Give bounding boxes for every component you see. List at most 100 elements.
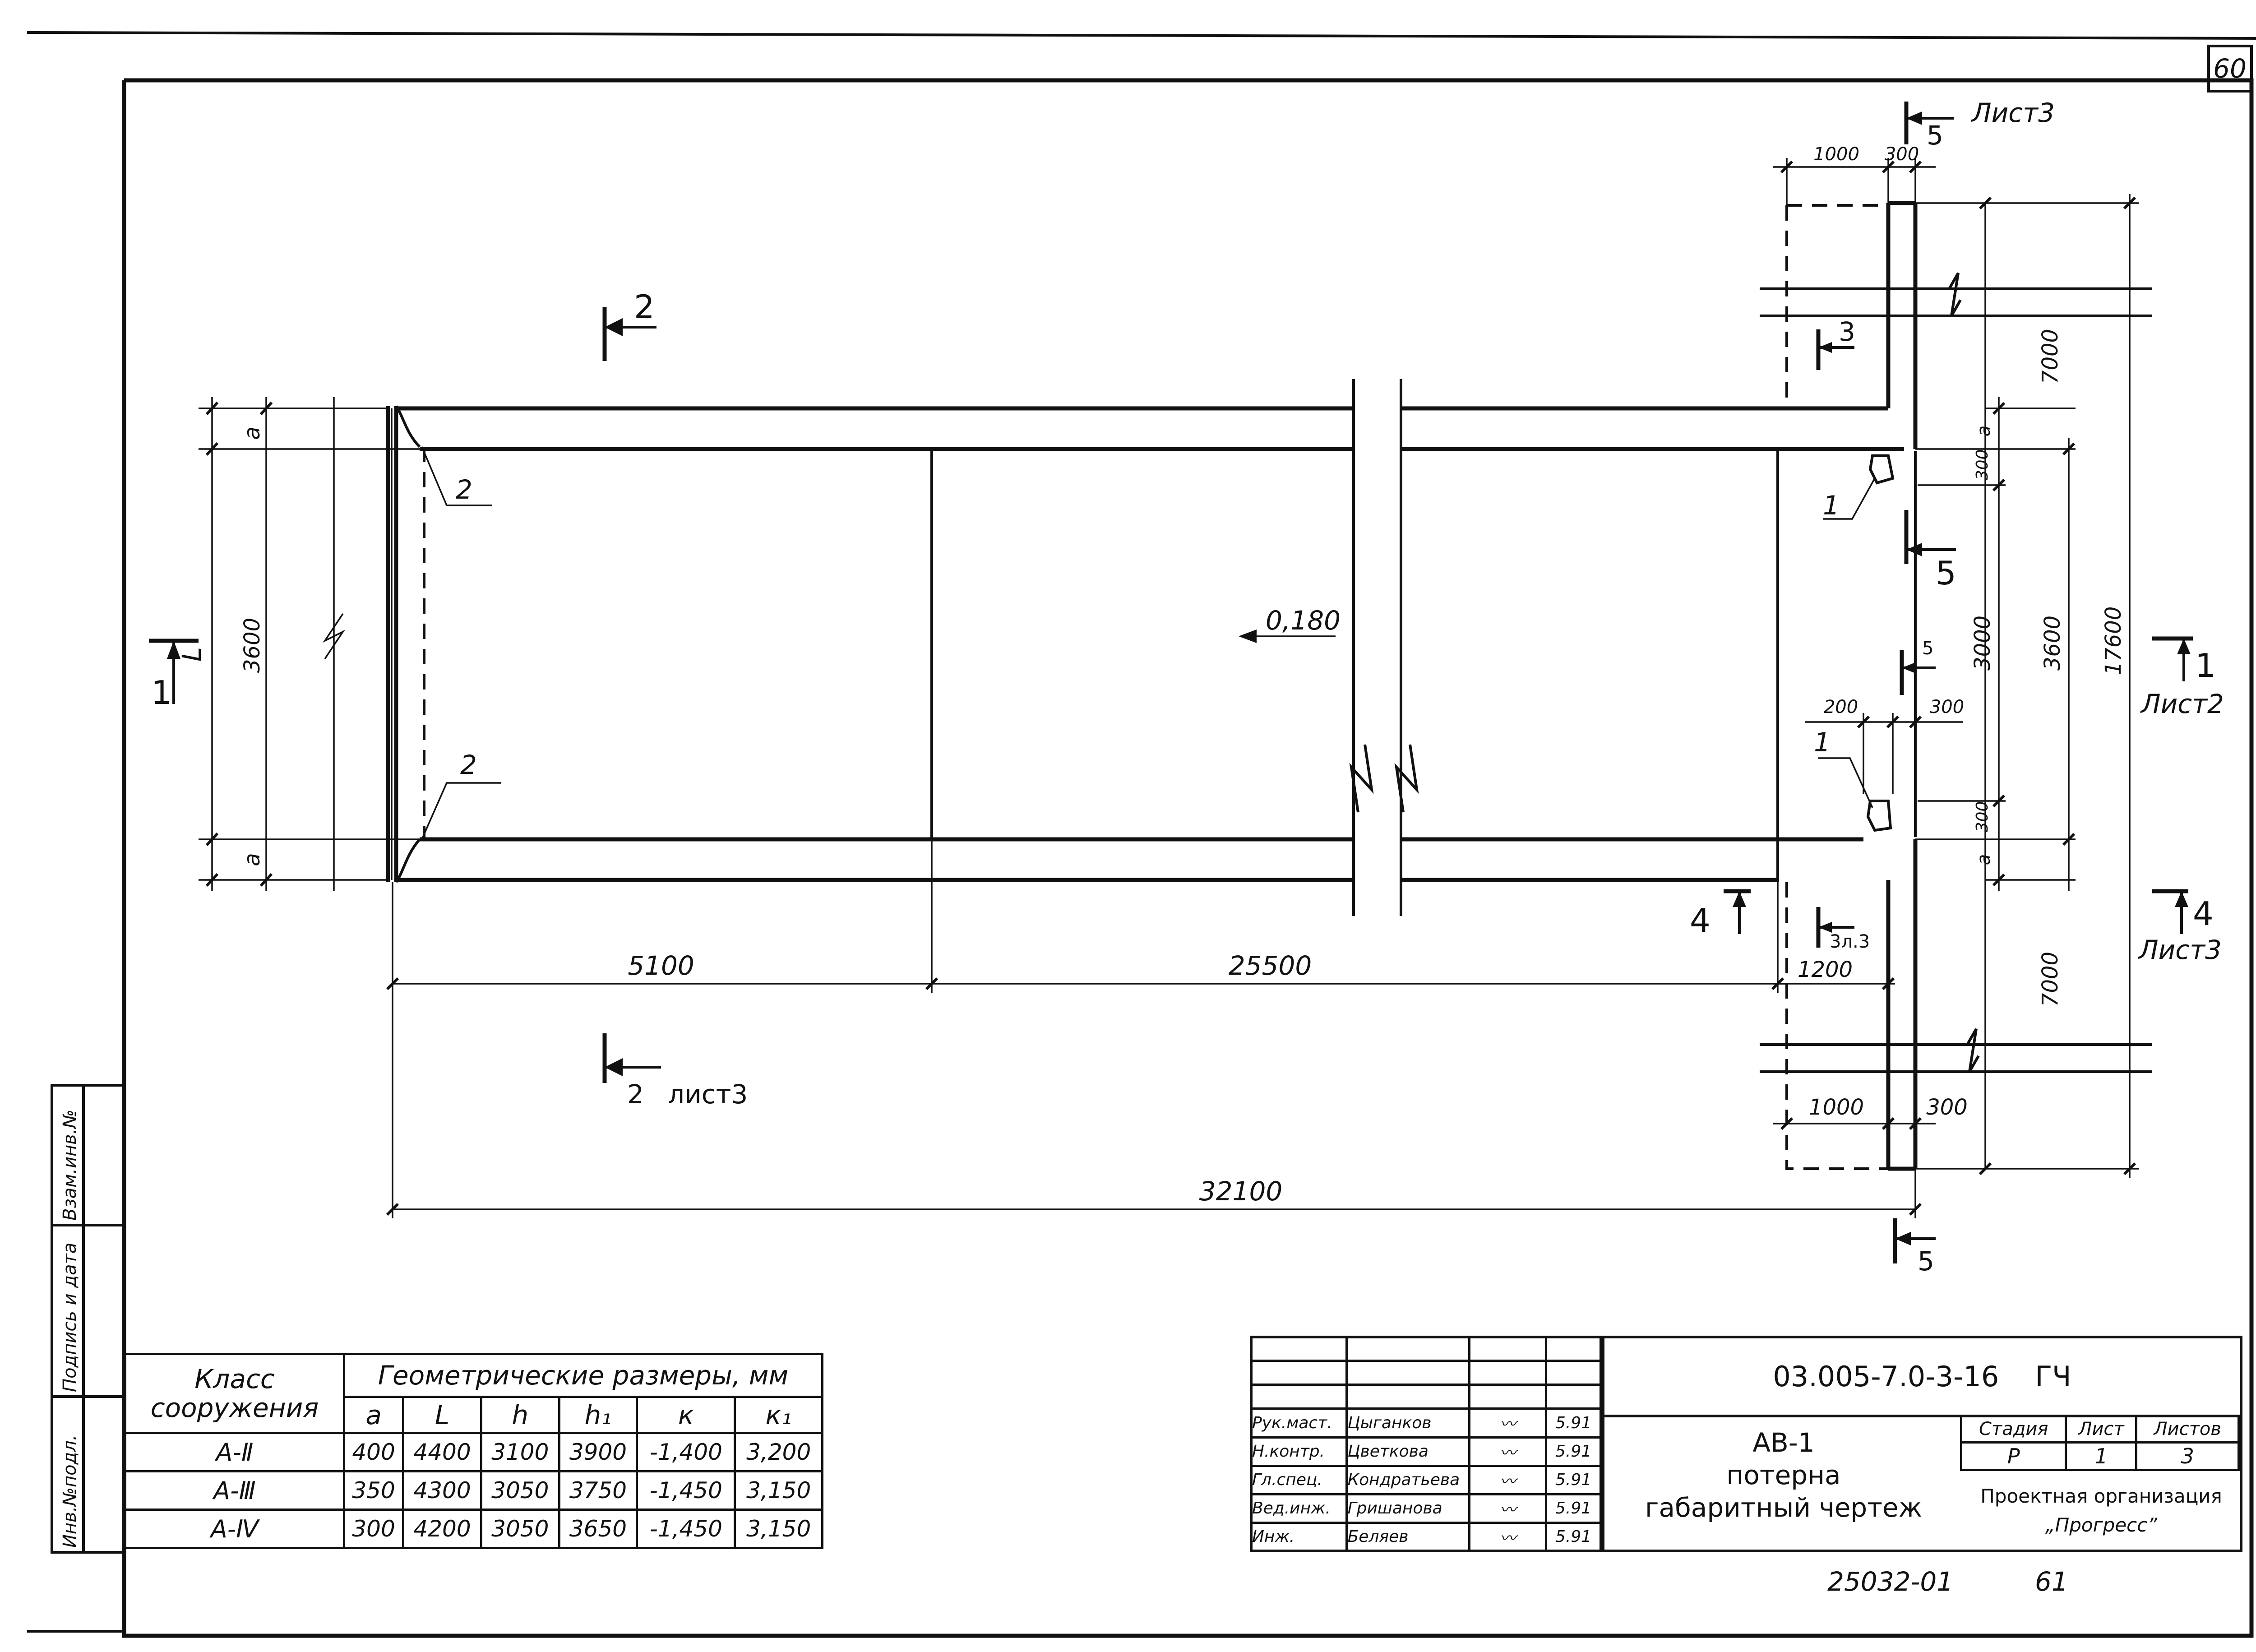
col-L: L xyxy=(402,1396,482,1434)
cell: -1,450 xyxy=(636,1509,736,1549)
leaders: 2 2 1 1 xyxy=(421,446,1876,840)
signature-scribble-icon: 〰 xyxy=(1499,1415,1516,1434)
signature-table: Рук.маст. Цыганков 〰 5.91 Н.контр. Цветк… xyxy=(1250,1335,1602,1553)
cell: -1,450 xyxy=(636,1470,736,1511)
cell: 400 xyxy=(342,1432,405,1472)
row-class: А-Ⅱ xyxy=(124,1432,345,1472)
table-row: А-Ⅲ 350 4300 3050 3750 -1,450 3,150 xyxy=(124,1470,823,1511)
cell: 3,200 xyxy=(734,1432,823,1472)
cell: 350 xyxy=(342,1470,405,1511)
signature-scribble-icon: 〰 xyxy=(1499,1529,1516,1548)
table-row: Вед.инж. Гришанова 〰 5.91 xyxy=(1250,1493,1602,1524)
section-5-mid: 5 xyxy=(1936,554,1956,592)
archive-page: 61 xyxy=(2035,1566,2068,1597)
doc-code: 03.005-7.0-3-16 xyxy=(1773,1360,1999,1393)
dim-25500: 25500 xyxy=(1229,950,1312,981)
cell: 3900 xyxy=(558,1432,638,1472)
section-4-left: 4 xyxy=(1690,902,1710,939)
dim-a-top-right: a xyxy=(1974,426,1994,437)
name: Кондратьева xyxy=(1345,1464,1471,1495)
col-a: a xyxy=(342,1396,405,1434)
signature: 〰 xyxy=(1468,1464,1548,1495)
tunnel-plan xyxy=(386,201,2152,1171)
side-stamp-replace: Взам.инв.№ xyxy=(60,1110,80,1221)
side-stamp-sign: Подпись и дата xyxy=(60,1243,80,1392)
leader-2-bottom: 2 xyxy=(460,750,477,780)
table-row: Н.контр. Цветкова 〰 5.91 xyxy=(1250,1436,1602,1467)
cell: 3,150 xyxy=(734,1509,823,1549)
leader-1-top: 1 xyxy=(1823,490,1840,521)
section-1-left: 1 xyxy=(151,674,172,712)
col-k1: к₁ xyxy=(734,1396,823,1434)
sheets-label: Листов xyxy=(2135,1415,2240,1444)
dim-1000-bottom: 1000 xyxy=(1809,1095,1864,1120)
leader-2-top: 2 xyxy=(456,474,472,505)
table-row: Гл.спец. Кондратьева 〰 5.91 xyxy=(1250,1464,1602,1495)
date: 5.91 xyxy=(1545,1436,1602,1467)
dim-300-r2: 300 xyxy=(1973,801,1992,833)
section-5-top: 5 xyxy=(1927,120,1943,151)
col-h: h xyxy=(480,1396,560,1434)
elevation-value: 0,180 xyxy=(1266,605,1341,636)
org-line-1: Проектная организация xyxy=(1980,1485,2222,1507)
col-k: к xyxy=(636,1396,736,1434)
cell: 3100 xyxy=(480,1432,560,1472)
cell: 3050 xyxy=(480,1470,560,1511)
section-2-bottom: 2 xyxy=(627,1079,644,1110)
drawing-title: АВ-1 потерна габаритный чертеж xyxy=(1602,1417,1963,1550)
section-2-top: 2 xyxy=(634,288,655,326)
role: Рук.маст. xyxy=(1250,1407,1348,1439)
class-header: Класс сооружения xyxy=(124,1353,345,1434)
date: 5.91 xyxy=(1545,1521,1602,1553)
geom-header: Геометрические размеры, мм xyxy=(343,1353,823,1398)
organization: Проектная организация „Прогресс” xyxy=(1963,1474,2240,1550)
signature-scribble-icon: 〰 xyxy=(1499,1444,1516,1462)
side-stamp: Инв.№подл. Подпись и дата Взам.инв.№ xyxy=(51,1084,125,1554)
section-4-right: 4 xyxy=(2193,895,2214,933)
role: Инж. xyxy=(1250,1521,1348,1553)
section-marks: 2 2 лист3 1 1 Лист2 4 4 Лист3 5 Лист3 xyxy=(149,97,2224,1277)
title-line-3: габаритный чертеж xyxy=(1645,1492,1922,1523)
dim-7000-bottom: 7000 xyxy=(2038,952,2063,1007)
signature: 〰 xyxy=(1468,1407,1548,1439)
doc-code-row: 03.005-7.0-3-16 ГЧ xyxy=(1602,1338,2240,1417)
dim-200: 200 xyxy=(1824,697,1858,717)
stage-table: Стадия Лист Листов Р 1 3 xyxy=(1960,1415,2240,1472)
title-line-1: АВ-1 xyxy=(1752,1427,1815,1458)
signature: 〰 xyxy=(1468,1521,1548,1553)
cell: 4300 xyxy=(402,1470,482,1511)
stage-label: Стадия xyxy=(1960,1415,2067,1444)
leader-1-bottom: 1 xyxy=(1814,727,1831,758)
side-stamp-inv: Инв.№подл. xyxy=(60,1435,80,1548)
cell: 3650 xyxy=(558,1509,638,1549)
table-row: А-Ⅱ 400 4400 3100 3900 -1,400 3,200 xyxy=(124,1432,823,1472)
dim-1000-top: 1000 xyxy=(1813,144,1859,165)
cell: 4200 xyxy=(402,1509,482,1549)
dim-3000: 3000 xyxy=(1970,615,1995,671)
sheet-value: 1 xyxy=(2065,1441,2138,1472)
name: Беляев xyxy=(1345,1521,1471,1553)
role: Вед.инж. xyxy=(1250,1493,1348,1524)
dimensions xyxy=(199,158,2139,1218)
title-line-2: потерна xyxy=(1726,1460,1841,1490)
section-5-small: 5 xyxy=(1922,638,1933,659)
table-row: А-Ⅳ 300 4200 3050 3650 -1,450 3,150 xyxy=(124,1509,823,1549)
dim-3600-right: 3600 xyxy=(2040,615,2065,671)
cell: 3050 xyxy=(480,1509,560,1549)
dim-300-r1: 300 xyxy=(1973,449,1992,481)
elevation-mark: 0,180 xyxy=(1239,605,1341,643)
class-table: Класс сооружения Геометрические размеры,… xyxy=(124,1353,823,1549)
section-2-bottom-sheet: лист3 xyxy=(668,1079,748,1110)
dim-300-top: 300 xyxy=(1885,144,1919,165)
row-class: А-Ⅳ xyxy=(124,1509,345,1549)
table-row: Инж. Беляев 〰 5.91 xyxy=(1250,1521,1602,1553)
table-row: Рук.маст. Цыганков 〰 5.91 xyxy=(1250,1407,1602,1439)
dim-7000-top: 7000 xyxy=(2038,329,2063,384)
signature-scribble-icon: 〰 xyxy=(1499,1472,1516,1491)
cell: 3750 xyxy=(558,1470,638,1511)
section-1-sheet: Лист2 xyxy=(2140,689,2224,719)
name: Гришанова xyxy=(1345,1493,1471,1524)
name: Цыганков xyxy=(1345,1407,1471,1439)
doc-suffix: ГЧ xyxy=(2035,1360,2071,1393)
